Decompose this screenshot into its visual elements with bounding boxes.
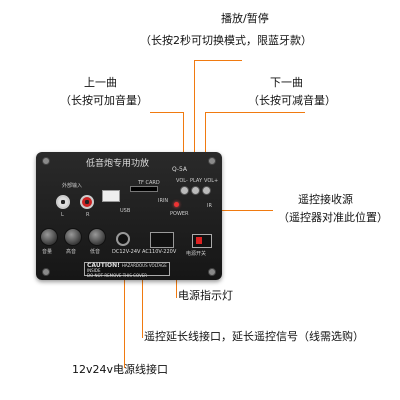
volume-knob-label: 音量 <box>42 249 53 255</box>
caution-title: CAUTION! <box>87 262 120 269</box>
caution-text-2: DO NOT REMOVE THIS COVER <box>87 273 148 278</box>
power-switch-label: 电源开关 <box>186 251 207 257</box>
amplifier-panel <box>36 152 222 280</box>
dc-power-jack[interactable] <box>116 232 130 246</box>
rca-r-label: R <box>86 212 90 218</box>
power-input-label: 12v24v电源线接口 <box>72 363 169 376</box>
play-label: PLAY <box>190 178 203 184</box>
power-in-line <box>124 240 125 368</box>
next-track-sublabel: （长按可减音量） <box>248 94 336 107</box>
play-pause-button[interactable] <box>191 186 200 195</box>
volume-knob[interactable] <box>40 228 58 246</box>
screw-icon <box>42 157 50 165</box>
rca-left-input[interactable] <box>56 195 70 209</box>
next-line-h <box>205 112 305 113</box>
treble-knob[interactable] <box>64 228 82 246</box>
ac-power-socket[interactable] <box>150 232 174 248</box>
next-track-label: 下一曲 <box>270 76 303 89</box>
screw-icon <box>42 268 50 276</box>
panel-title: 低音炮专用功放 <box>86 159 150 169</box>
irin-label: IRIN <box>158 198 169 204</box>
usb-label: USB <box>120 208 131 214</box>
ir-panel-label: IR <box>207 203 212 209</box>
play-pause-sublabel: （长按2秒可切换模式，限蓝牙款） <box>140 34 312 47</box>
power-led-panel-label: POWER <box>170 211 189 217</box>
rca-l-label: L <box>61 212 64 218</box>
vol-minus-label: VOL- <box>176 178 188 184</box>
power-led-label: 电源指示灯 <box>178 289 233 302</box>
ir-line <box>205 210 273 211</box>
bass-knob[interactable] <box>88 228 106 246</box>
screw-icon <box>208 268 216 276</box>
play-line-h <box>194 60 242 61</box>
play-line-v <box>194 60 195 172</box>
vol-plus-label: VOL+ <box>204 178 219 184</box>
voltage-label: DC12V-24V AC110V-220V <box>112 249 177 255</box>
tf-card-slot[interactable] <box>130 186 158 192</box>
ir-receiver-label: 遥控接收源 <box>298 193 353 206</box>
prev-line-v <box>183 112 184 172</box>
aux-in-label: 外部输入 <box>62 183 83 189</box>
prev-line-h <box>150 112 184 113</box>
panel-model: Q-5A <box>172 166 187 173</box>
bass-knob-label: 低音 <box>90 249 101 255</box>
treble-knob-label: 高音 <box>66 249 77 255</box>
prev-track-sublabel: （长按可加音量） <box>60 94 148 107</box>
usb-port[interactable] <box>102 190 120 202</box>
prev-vol-up-button[interactable] <box>180 186 189 195</box>
tf-card-label: TF CARD <box>138 180 160 186</box>
next-line-v <box>205 112 206 172</box>
next-vol-down-button[interactable] <box>202 186 211 195</box>
screw-icon <box>208 157 216 165</box>
remote-ext-line <box>142 222 143 338</box>
ir-receiver-sublabel: （遥控器对准此位置） <box>278 211 388 224</box>
prev-track-label: 上一曲 <box>84 76 117 89</box>
power-led <box>174 202 179 207</box>
play-pause-label: 播放/暂停 <box>221 12 269 25</box>
rca-right-input[interactable] <box>80 195 94 209</box>
remote-extension-label: 遥控延长线接口，延长遥控信号（线需选购） <box>144 330 364 343</box>
power-switch[interactable] <box>192 234 212 248</box>
caution-text-1: HAZARDOUS VOLTAGE INSIDE <box>87 263 167 273</box>
